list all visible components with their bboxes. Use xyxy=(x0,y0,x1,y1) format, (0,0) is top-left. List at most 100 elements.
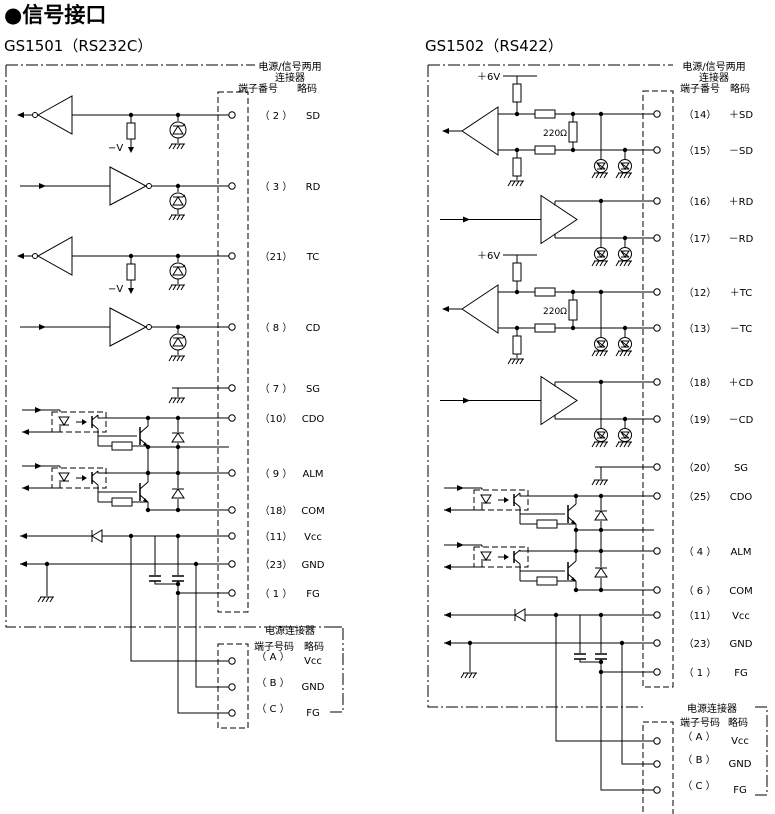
zener-diode xyxy=(594,337,608,351)
terminal-pin xyxy=(653,668,661,676)
arrow-right xyxy=(463,216,470,223)
led xyxy=(58,472,70,482)
right-terminal-number: （16） xyxy=(684,196,717,208)
right-terminal-number: （12） xyxy=(684,287,717,299)
light-arrow-head xyxy=(82,419,87,425)
tvs-diode xyxy=(169,262,187,280)
driver-triangle xyxy=(36,236,73,276)
wire xyxy=(42,482,61,489)
left-terminal-number: （23） xyxy=(260,559,293,571)
terminal-pin xyxy=(653,463,661,471)
terminal-pin xyxy=(228,709,236,717)
transistor xyxy=(139,481,149,503)
terminal-pin xyxy=(653,760,661,768)
arrow-right xyxy=(463,397,470,404)
inverter-bubble xyxy=(146,183,152,189)
resistor xyxy=(126,122,136,140)
junction-dot xyxy=(175,507,181,513)
phototransistor-c xyxy=(513,492,521,499)
ground-symbol xyxy=(168,355,186,362)
right-terminal-number: （ 1 ） xyxy=(684,667,717,679)
ground-symbol xyxy=(507,358,525,365)
right-power-terminal-number: （ A ） xyxy=(682,731,715,743)
terminal-pin xyxy=(228,683,236,691)
ground-symbol xyxy=(615,172,633,179)
right-power-terminal-code: FG xyxy=(733,785,747,796)
left-terminal-code: SG xyxy=(306,384,320,395)
ground-symbol xyxy=(507,180,525,187)
ground-symbol xyxy=(591,479,609,486)
arrow-left xyxy=(444,612,451,618)
ground-symbol xyxy=(460,672,478,679)
wire xyxy=(464,504,483,511)
wire xyxy=(130,536,229,662)
wire xyxy=(519,493,654,497)
ground-symbol xyxy=(591,350,609,357)
phototransistor-c xyxy=(513,549,521,556)
wire xyxy=(147,502,229,511)
capacitor xyxy=(595,653,607,660)
right-power-title: 电源连接器 xyxy=(687,702,737,715)
diode-body xyxy=(594,510,608,521)
transistor-collector xyxy=(139,425,149,434)
right-power-terminal-number: （ B ） xyxy=(682,754,715,766)
ground-symbol xyxy=(615,441,633,448)
arrow-right xyxy=(39,183,46,189)
left-terminal-code: COM xyxy=(301,506,324,517)
neg-voltage-label: −V xyxy=(108,143,123,154)
resistor xyxy=(534,109,556,119)
wire xyxy=(575,524,654,531)
wire xyxy=(621,643,654,765)
resistor xyxy=(568,121,578,143)
right-terminal-code: ＋TC xyxy=(730,288,753,299)
inverter-bubble xyxy=(32,253,38,259)
arrow-left xyxy=(17,253,24,259)
receiver-triangle xyxy=(540,375,578,426)
diode-body xyxy=(171,488,185,499)
right-connector-title-2: 连接器 xyxy=(699,71,729,84)
resistor xyxy=(536,576,558,586)
resistor xyxy=(512,83,522,103)
transistor xyxy=(567,503,577,525)
wire xyxy=(177,584,229,594)
left-terminal-code: Vcc xyxy=(304,532,322,543)
left-terminal-code: ALM xyxy=(302,469,323,480)
left-power-terminal-number: （ B ） xyxy=(256,677,289,689)
terminal-pin xyxy=(228,560,236,568)
left-power-terminal-code: FG xyxy=(306,708,320,719)
page-title: ●信号接口 xyxy=(4,3,107,27)
left-terminal-number: （ 8 ） xyxy=(260,322,293,334)
left-terminal-code: FG xyxy=(306,589,320,600)
resistor xyxy=(536,519,558,529)
wire xyxy=(177,593,229,714)
arrow-down xyxy=(128,288,134,294)
diode xyxy=(171,488,185,499)
arrow-right xyxy=(39,324,46,330)
junction-dot xyxy=(145,415,151,421)
resistor xyxy=(111,497,133,507)
left-power-terminal-number: （ A ） xyxy=(256,651,289,663)
terminal-pin xyxy=(653,586,661,594)
phototransistor-c xyxy=(91,470,99,477)
wire xyxy=(600,672,654,791)
arrow-left xyxy=(20,561,27,567)
wire xyxy=(519,550,654,552)
resistor-value-label: 220Ω xyxy=(543,129,567,139)
right-model-title: GS1502（RS422） xyxy=(425,37,563,55)
right-power-header-terminal: 端子号码 xyxy=(680,716,720,729)
right-terminal-number: （19） xyxy=(684,414,717,426)
terminal-pin xyxy=(653,611,661,619)
led xyxy=(58,416,70,426)
tvs-diode xyxy=(169,192,187,210)
plus-voltage-label: ＋6V xyxy=(477,72,500,83)
ground-symbol xyxy=(591,260,609,267)
driver-triangle xyxy=(36,95,73,135)
light-arrow-head xyxy=(504,554,509,560)
wire xyxy=(42,426,61,433)
left-terminal-number: （10） xyxy=(260,413,293,425)
diode xyxy=(514,608,526,622)
arrow-right xyxy=(35,407,42,413)
right-terminal-code: COM xyxy=(729,586,752,597)
photocoupler-box xyxy=(51,411,107,433)
